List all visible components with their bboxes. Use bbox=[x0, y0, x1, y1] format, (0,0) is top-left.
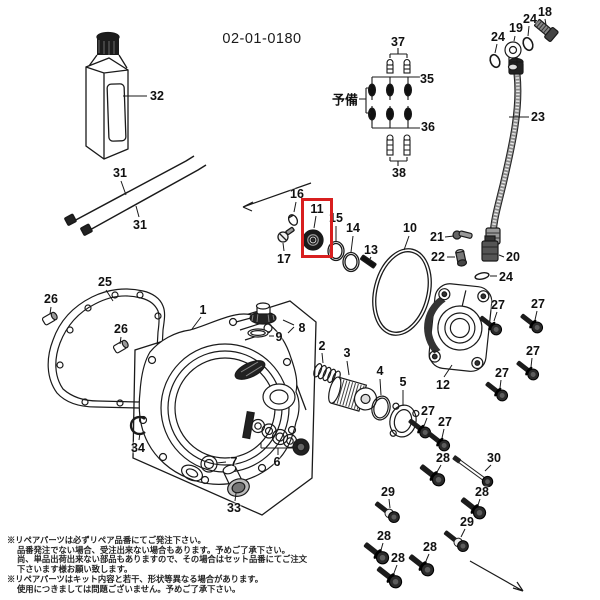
part-label-33: 33 bbox=[227, 501, 241, 515]
part-label-3: 3 bbox=[343, 346, 351, 360]
crankcase-cover-art bbox=[138, 313, 300, 485]
part-label-27: 27 bbox=[438, 415, 452, 429]
spare-label: 予備 bbox=[331, 92, 359, 108]
part-label-24: 24 bbox=[491, 30, 505, 44]
part-label-6: 6 bbox=[273, 455, 281, 469]
part-label-27: 27 bbox=[531, 297, 545, 311]
gasket-art bbox=[47, 288, 166, 409]
part-label-19: 19 bbox=[509, 21, 523, 35]
part-label-36: 36 bbox=[421, 120, 435, 134]
filter-parts-art bbox=[313, 363, 420, 438]
dowel-pins-art bbox=[41, 311, 129, 354]
footnote-line: 下さいます様お願い致します。 bbox=[17, 564, 133, 575]
pointer-arrows-art bbox=[242, 182, 524, 592]
part-label-23: 23 bbox=[531, 110, 545, 124]
part-label-20: 20 bbox=[506, 250, 520, 264]
spare-parts-art bbox=[359, 48, 420, 166]
part-label-28: 28 bbox=[475, 485, 489, 499]
part-label-22: 22 bbox=[431, 250, 445, 264]
part-label-28: 28 bbox=[423, 540, 437, 554]
part-label-31: 31 bbox=[113, 166, 127, 180]
part-label-27: 27 bbox=[495, 366, 509, 380]
part-label-28: 28 bbox=[436, 451, 450, 465]
part-label-27: 27 bbox=[526, 344, 540, 358]
part-label-31: 31 bbox=[133, 218, 147, 232]
footnote-line: 使用につきましては問題ございません。予めご了承下さい。 bbox=[17, 583, 241, 594]
part-label-2: 2 bbox=[318, 339, 326, 353]
leader-lines-art bbox=[49, 18, 547, 574]
filler-cap-art bbox=[247, 302, 277, 338]
part-label-38: 38 bbox=[392, 166, 406, 180]
footnote-line: 品番発注でない場合、受注出来ない場合もあります。予めご了承下さい。 bbox=[17, 544, 290, 555]
part-label-29: 29 bbox=[381, 485, 395, 499]
small-cover-parts-art bbox=[129, 415, 310, 497]
part-label-32: 32 bbox=[150, 89, 164, 103]
part-label-27: 27 bbox=[421, 404, 435, 418]
big-oring-art bbox=[372, 248, 432, 336]
part-label-29: 29 bbox=[460, 515, 474, 529]
part-label-25: 25 bbox=[98, 275, 112, 289]
part-label-5: 5 bbox=[399, 375, 407, 389]
oil-bottle-art bbox=[85, 31, 129, 160]
tappet-cap-parts-art bbox=[277, 214, 377, 273]
part-label-21: 21 bbox=[430, 230, 444, 244]
part-label-28: 28 bbox=[377, 529, 391, 543]
part-label-11: 11 bbox=[310, 202, 324, 216]
part-label-34: 34 bbox=[131, 441, 145, 455]
part-label-26: 26 bbox=[114, 322, 128, 336]
footnote-line: ※リペアパーツは必ずリペア品番にてご発注下さい。 bbox=[7, 535, 206, 545]
part-label-13: 13 bbox=[364, 243, 378, 257]
footnotes: ※リペアパーツは必ずリペア品番にてご発注下さい。 品番発注でない場合、受注出来な… bbox=[7, 535, 308, 594]
part-label-37: 37 bbox=[391, 35, 405, 49]
part-label-14: 14 bbox=[346, 221, 360, 235]
part-label-10: 10 bbox=[403, 221, 417, 235]
part-label-7: 7 bbox=[230, 455, 238, 469]
part-label-24: 24 bbox=[523, 12, 537, 26]
part-label-28: 28 bbox=[391, 551, 405, 565]
part-label-27: 27 bbox=[491, 298, 505, 312]
part-label-8: 8 bbox=[298, 321, 306, 335]
footnote-line: ※リペアパーツはキット内容と若干、形状等異なる場合があります。 bbox=[7, 573, 264, 584]
part-label-4: 4 bbox=[376, 364, 384, 378]
part-label-30: 30 bbox=[487, 451, 501, 465]
footnote-line: 尚、単品出荷出来ない部品もありますので、その場合はセット品番にてご注文 bbox=[17, 554, 308, 565]
side-plate-art bbox=[424, 283, 493, 372]
part-label-26: 26 bbox=[44, 292, 58, 306]
diagram-code: 02-01-0180 bbox=[222, 31, 302, 47]
part-label-16: 16 bbox=[290, 187, 304, 201]
oil-hose-art bbox=[452, 19, 559, 280]
highlight-box-part-11 bbox=[301, 198, 333, 258]
part-label-18: 18 bbox=[538, 5, 552, 19]
part-label-1: 1 bbox=[199, 303, 207, 317]
part-label-17: 17 bbox=[277, 252, 291, 266]
part-label-9: 9 bbox=[275, 330, 283, 344]
part-label-12: 12 bbox=[436, 378, 450, 392]
part-label-24: 24 bbox=[499, 270, 513, 284]
cable-ties-art bbox=[64, 155, 207, 236]
part-label-35: 35 bbox=[420, 72, 434, 86]
bolts-art bbox=[360, 310, 546, 591]
